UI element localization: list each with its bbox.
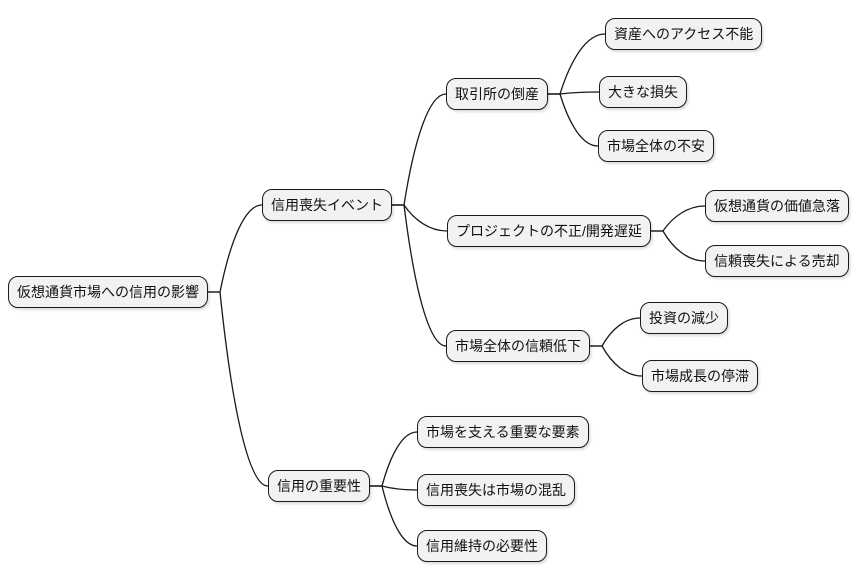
edge-connector — [650, 205, 706, 232]
node-importance-of-trust: 信用の重要性 — [268, 470, 370, 502]
node-exchange-bankruptcy: 取引所の倒産 — [446, 78, 548, 110]
node-market-growth-stagnation: 市場成長の停滞 — [642, 360, 758, 392]
node-large-loss: 大きな損失 — [599, 76, 687, 108]
node-asset-access-loss: 資産へのアクセス不能 — [605, 18, 763, 50]
node-trust-loss-market-chaos: 信用喪失は市場の混乱 — [417, 474, 575, 506]
node-root: 仮想通貨市場への信用の影響 — [8, 276, 208, 308]
node-trust-loss-event: 信用喪失イベント — [262, 189, 392, 221]
edge-connector — [547, 93, 599, 147]
node-sell-off-from-trust-loss: 信頼喪失による売却 — [705, 245, 849, 277]
edge-connector — [650, 230, 706, 262]
node-investment-decrease: 投資の減少 — [640, 302, 728, 334]
edge-connector — [589, 317, 641, 347]
node-market-trust-decline: 市場全体の信頼低下 — [446, 330, 590, 362]
edge-connector — [547, 33, 606, 95]
node-need-to-maintain-trust: 信用維持の必要性 — [417, 530, 547, 562]
edge-connector — [207, 291, 269, 487]
node-project-fraud-dev-delay: プロジェクトの不正/開発遅延 — [447, 215, 651, 247]
edge-connector — [391, 204, 447, 347]
node-market-wide-anxiety: 市場全体の不安 — [598, 130, 714, 162]
edge-connector — [369, 485, 418, 547]
edge-connector — [207, 204, 263, 293]
edge-connector — [369, 431, 418, 487]
edge-connector — [391, 93, 447, 206]
node-crypto-value-crash: 仮想通貨の価値急落 — [705, 190, 849, 222]
edge-connector — [391, 204, 448, 232]
edge-connector — [589, 345, 643, 377]
node-key-element-supporting-market: 市場を支える重要な要素 — [417, 416, 589, 448]
